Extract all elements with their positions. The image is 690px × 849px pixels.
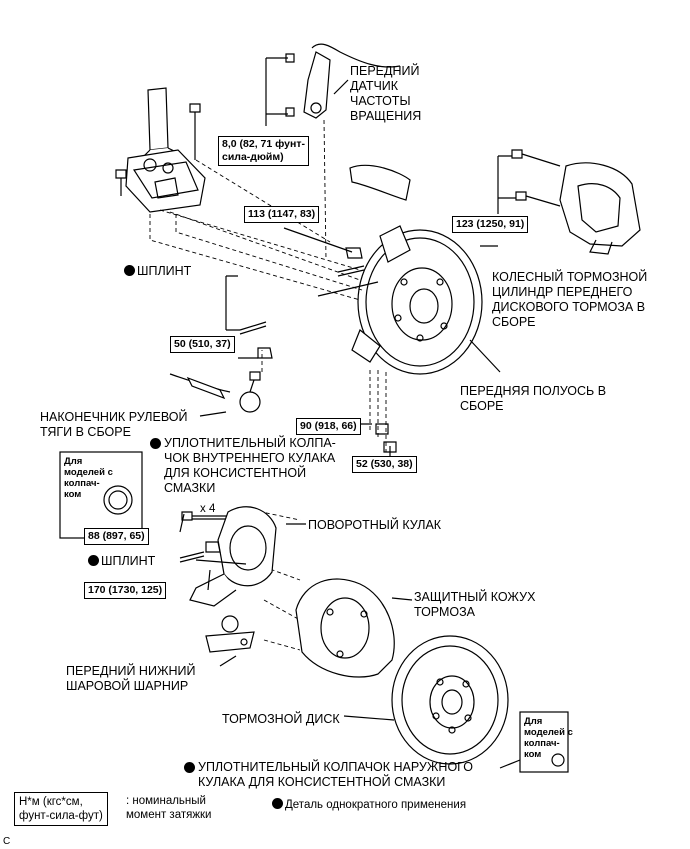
torque-113: 113 (1147, 83)	[244, 206, 320, 223]
lower-cotter-pin	[179, 551, 205, 563]
single-use-dot	[124, 265, 135, 276]
label-times-four: x 4	[200, 503, 216, 515]
label-lower-ball-joint: ПЕРЕДНИЙ НИЖНИЙ ШАРОВОЙ ШАРНИР	[66, 664, 196, 693]
steering-knuckle	[189, 506, 277, 607]
label-front-speed-sensor: ПЕРЕДНИЙ ДАТЧИК ЧАСТОТЫ ВРАЩЕНИЯ	[350, 64, 422, 123]
torque-50: 50 (510, 37)	[170, 336, 235, 353]
single-use-text: Деталь однократного применения	[285, 799, 467, 811]
strut-bolt-left	[115, 169, 127, 196]
single-use-dot	[272, 798, 283, 809]
mid-cotter-pin	[239, 321, 267, 335]
knuckle-bolt	[181, 511, 228, 521]
upper-cotter-pin	[337, 265, 365, 277]
ball-joint	[205, 615, 255, 653]
brake-disc	[391, 635, 509, 765]
label-outer-grease-cap: УПЛОТНИТЕЛЬНЫЙ КОЛПАЧОК НАРУЖНОГО КУЛАКА…	[184, 760, 473, 790]
label-inner-grease-cap: УПЛОТНИТЕЛЬНЫЙ КОЛПА- ЧОК ВНУТРЕННЕГО КУ…	[150, 436, 336, 496]
torque-123: 123 (1250, 91)	[452, 216, 529, 233]
axle-hub-assembly	[351, 225, 483, 375]
caliper-bolts	[511, 149, 561, 207]
single-use-dot	[150, 438, 161, 449]
torque-88: 88 (897, 65)	[84, 528, 149, 545]
label-caliper-assembly: КОЛЕСНЫЙ ТОРМОЗНОЙ ЦИЛИНДР ПЕРЕДНЕГО ДИС…	[492, 270, 648, 329]
label-models-with-cap-1: Для моделей с колпач- ком	[64, 456, 113, 500]
single-use-dot	[184, 762, 195, 773]
strut-bolt-top	[189, 103, 201, 160]
label-tie-rod-end: НАКОНЕЧНИК РУЛЕВОЙ ТЯГИ В СБОРЕ	[40, 410, 188, 439]
inset-inner-cap	[59, 451, 143, 539]
upper-nut	[345, 247, 363, 259]
cotter-pin-upper-text: ШПЛИНТ	[137, 264, 192, 278]
label-dust-cover: ЗАЩИТНЫЙ КОЖУХ ТОРМОЗА	[414, 590, 536, 619]
torque-52: 52 (530, 38)	[352, 456, 417, 473]
label-cotter-pin-upper: ШПЛИНТ	[124, 264, 191, 279]
tie-rod-end	[169, 371, 261, 413]
label-models-with-cap-2: Для моделей с колпач- ком	[524, 716, 573, 760]
label-cotter-pin-lower: ШПЛИНТ	[88, 554, 155, 569]
label-axle-hub: ПЕРЕДНЯЯ ПОЛУОСЬ В СБОРЕ	[460, 384, 607, 413]
shock-absorber-strut	[125, 87, 206, 213]
corner-code: C	[3, 836, 11, 847]
brake-caliper	[559, 162, 641, 255]
torque-90: 90 (918, 66)	[296, 418, 361, 435]
label-steering-knuckle: ПОВОРОТНЫЙ КУЛАК	[308, 518, 442, 532]
inset-outer-cap	[519, 711, 569, 773]
legend-unit-desc: : номинальный момент затяжки	[126, 795, 212, 821]
speed-sensor	[285, 43, 401, 119]
label-brake-disc: ТОРМОЗНОЙ ДИСК	[222, 712, 340, 726]
legend-unit-box: Н*м (кгс*см, фунт-сила-фут)	[14, 792, 108, 826]
legend-single-use: Деталь однократного применения	[272, 798, 466, 813]
cotter-pin-lower-text: ШПЛИНТ	[101, 554, 156, 568]
dust-cover	[295, 578, 395, 678]
torque-sensor: 8,0 (82, 71 фунт- сила-дюйм)	[218, 136, 309, 166]
inner-grease-cap-text: УПЛОТНИТЕЛЬНЫЙ КОЛПА- ЧОК ВНУТРЕННЕГО КУ…	[164, 436, 336, 495]
torque-170: 170 (1730, 125)	[84, 582, 167, 599]
single-use-dot	[88, 555, 99, 566]
outer-grease-cap-text: УПЛОТНИТЕЛЬНЫЙ КОЛПАЧОК НАРУЖНОГО КУЛАКА…	[198, 760, 473, 789]
